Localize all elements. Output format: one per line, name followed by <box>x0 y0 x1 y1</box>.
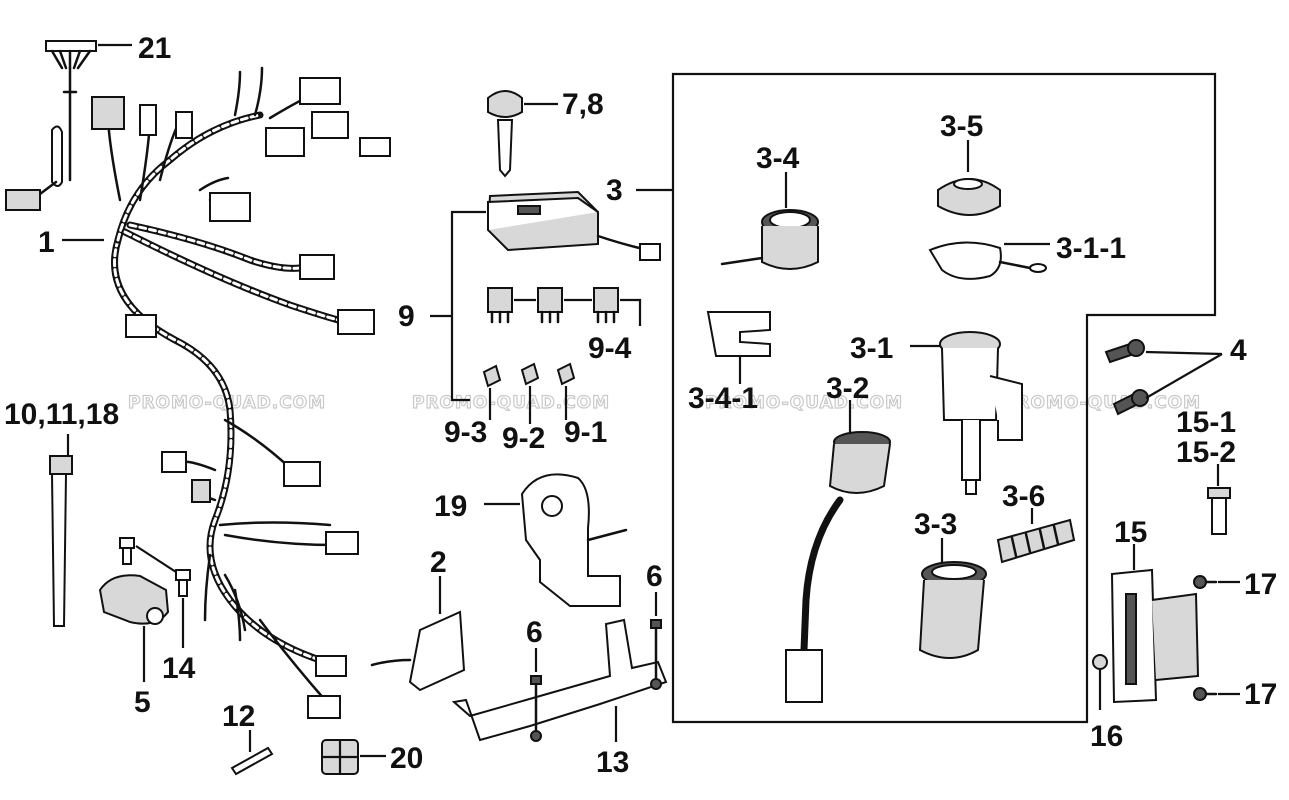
label-14: 14 <box>162 652 196 685</box>
label-3-3: 3-3 <box>914 508 957 541</box>
label-9: 9 <box>398 300 415 333</box>
part-7-8-key <box>487 90 558 178</box>
label-2: 2 <box>430 546 447 579</box>
part-15-control-unit <box>1110 544 1200 704</box>
part-2-bracket <box>370 576 466 692</box>
label-15-1: 15-1 <box>1176 406 1236 439</box>
label-6-left: 6 <box>526 616 543 649</box>
part-1-wiring-harness <box>62 66 391 719</box>
label-3-2: 3-2 <box>826 372 869 405</box>
label-5: 5 <box>134 686 151 719</box>
part-3-4-1-clip <box>706 311 771 384</box>
label-group: 21 1 7,8 3 9 9-4 9-3 9-2 9-1 10,11,18 19… <box>4 32 1277 779</box>
part-17-screws <box>1193 575 1240 701</box>
label-3-5: 3-5 <box>940 110 983 143</box>
part-12-pin <box>230 730 274 776</box>
watermark-4: PROMO-QUAD.COM <box>1003 393 1201 413</box>
label-17-bottom: 17 <box>1244 678 1277 711</box>
watermark-group: PROMO-QUAD.COM PROMO-QUAD.COM PROMO-QUAD… <box>127 392 1201 413</box>
part-3-2-lock-with-lead <box>785 400 891 703</box>
part-21-connector-pigtail <box>5 40 132 211</box>
part-9-relay-box <box>430 190 661 402</box>
label-3-4-1: 3-4-1 <box>688 382 758 415</box>
label-3-4: 3-4 <box>756 142 800 175</box>
label-13: 13 <box>596 746 629 779</box>
part-5-sensor <box>98 574 170 682</box>
part-14-bolts <box>119 537 191 648</box>
label-21: 21 <box>138 32 171 65</box>
watermark-3: PROMO-QUAD.COM <box>705 393 903 413</box>
label-16: 16 <box>1090 720 1123 753</box>
part-9-4-relays <box>487 287 642 326</box>
ignition-set-group-outline <box>671 72 1217 724</box>
part-9-fuses <box>482 362 576 424</box>
part-6-bolts <box>530 592 662 732</box>
label-3-1-1: 3-1-1 <box>1056 232 1126 265</box>
label-12: 12 <box>222 700 255 733</box>
part-3-3-lock <box>918 538 987 659</box>
part-3-1-ignition-switch <box>910 331 1023 495</box>
label-3: 3 <box>606 174 623 207</box>
part-3-1-1-cover <box>928 241 1050 280</box>
label-7-8: 7,8 <box>562 88 604 121</box>
label-9-4: 9-4 <box>588 332 632 365</box>
part-16-nut <box>1092 654 1108 710</box>
label-9-2: 9-2 <box>502 422 545 455</box>
part-3-4-lock-cylinder <box>720 172 819 270</box>
label-9-1: 9-1 <box>564 416 607 449</box>
label-3-1: 3-1 <box>850 332 893 365</box>
label-17-top: 17 <box>1244 568 1277 601</box>
part-10-11-18-cable-tie <box>49 434 73 627</box>
label-20: 20 <box>390 742 423 775</box>
watermark-2: PROMO-QUAD.COM <box>412 393 610 413</box>
part-19-bracket <box>484 473 628 607</box>
label-3-6: 3-6 <box>1002 480 1045 513</box>
label-15: 15 <box>1114 516 1147 549</box>
label-10-11-18: 10,11,18 <box>4 398 119 431</box>
label-1: 1 <box>38 226 55 259</box>
part-4-screws <box>1104 339 1223 416</box>
label-6-right: 6 <box>646 560 663 593</box>
label-9-3: 9-3 <box>444 416 487 449</box>
part-20-coupler <box>321 739 386 775</box>
part-3-5-cap <box>937 140 1001 216</box>
label-19: 19 <box>434 490 467 523</box>
part-3-6-spring <box>996 508 1076 564</box>
part-15-1-15-2-clip <box>1207 464 1231 535</box>
part-13-long-bracket <box>451 618 668 742</box>
label-4: 4 <box>1230 334 1247 367</box>
label-15-2: 15-2 <box>1176 436 1236 469</box>
